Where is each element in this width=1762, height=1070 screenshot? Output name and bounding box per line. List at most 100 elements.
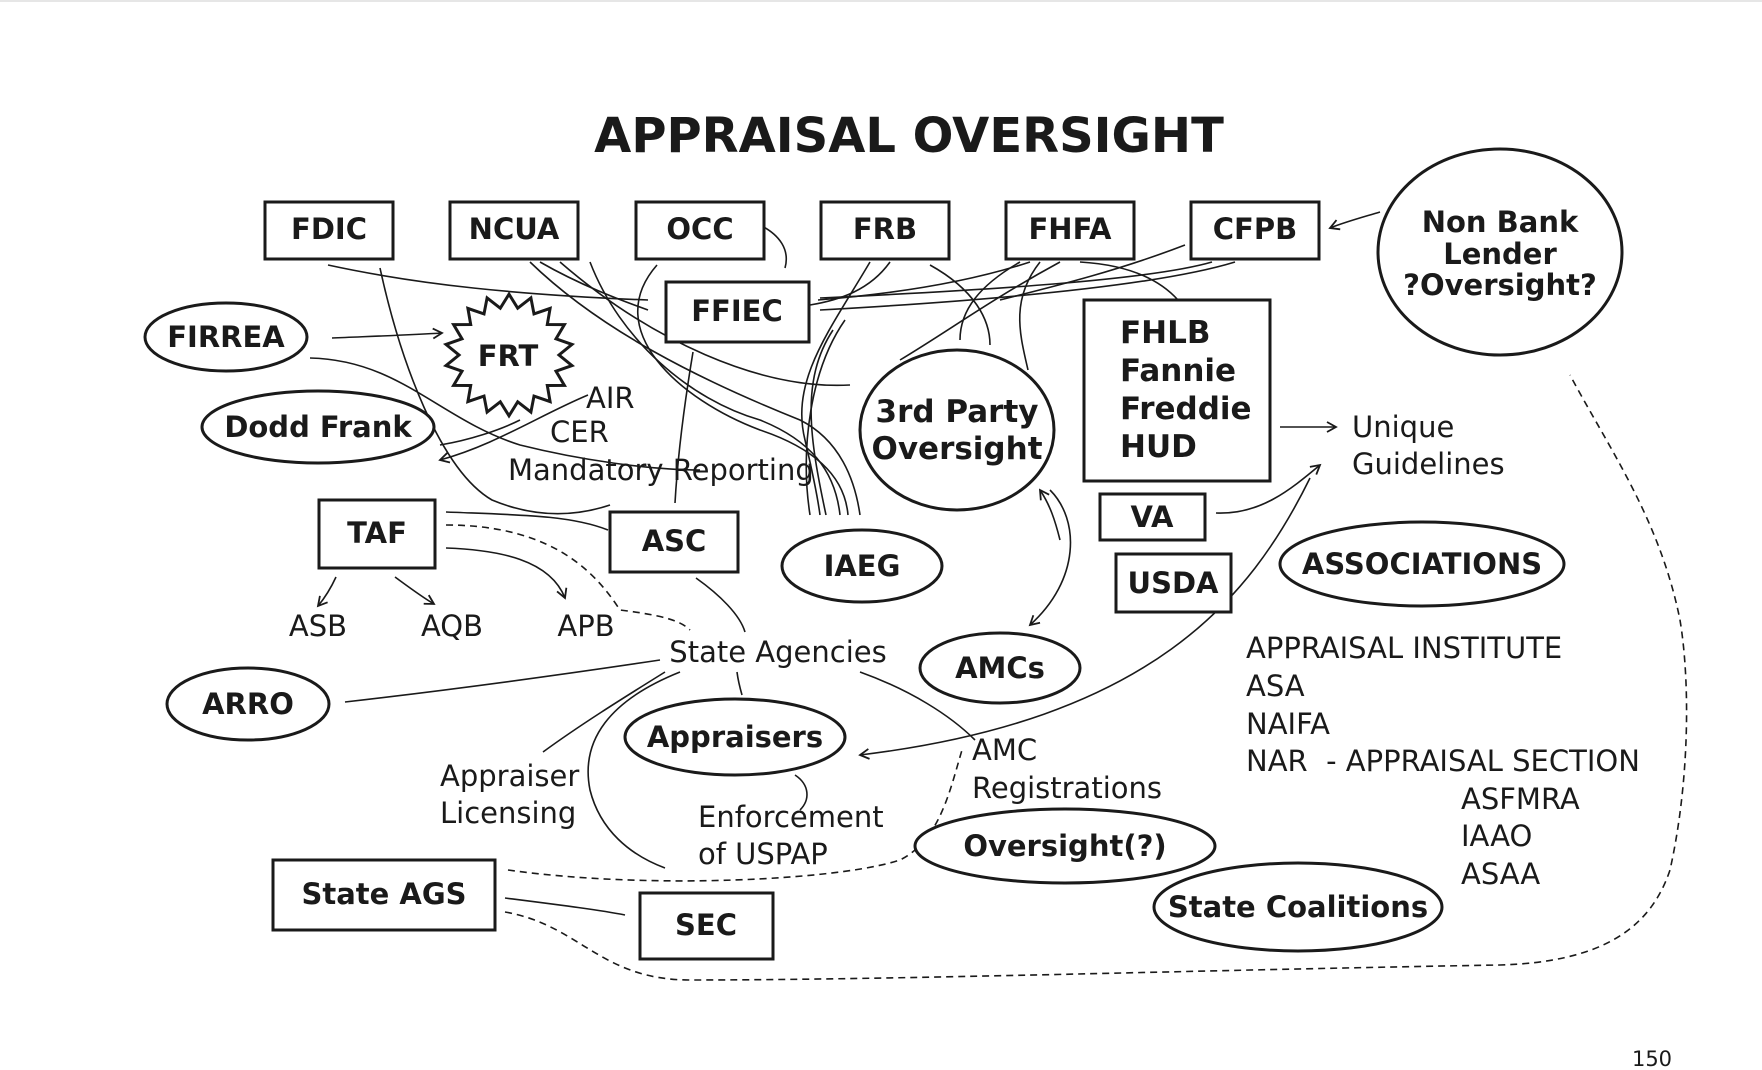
edge-fhfa-3rd2 — [959, 261, 1021, 341]
node-appraisers: Appraisers — [623, 697, 847, 777]
assoc-asaa: ASAA — [1461, 857, 1540, 891]
node-sec-label: SEC — [675, 908, 737, 942]
assoc-nar: NAR - APPRAISAL SECTION — [1246, 744, 1640, 778]
label-aqb: AQB — [421, 609, 483, 643]
label-apb: APB — [557, 609, 614, 643]
edge-appraisers-enforce — [794, 774, 808, 811]
edge-asc-state — [695, 577, 746, 633]
edge-dodd-ffiec — [439, 419, 521, 446]
node-iaeg-label: IAEG — [824, 549, 901, 583]
node-ncua: NCUA — [448, 200, 580, 261]
node-usda-label: USDA — [1128, 566, 1220, 600]
label-mandatory-reporting: Mandatory Reporting — [508, 453, 814, 487]
node-occ-label: OCC — [666, 212, 733, 246]
arrow-firrea-frt — [331, 327, 444, 340]
node-iaeg: IAEG — [780, 528, 944, 604]
node-fhfa: FHFA — [1004, 200, 1136, 261]
node-usda: USDA — [1114, 552, 1233, 614]
node-cfpb-label: CFPB — [1213, 212, 1297, 246]
edge-stateags-sec — [504, 897, 626, 916]
assoc-iaao: IAAO — [1461, 819, 1532, 853]
label-unique-line1: Unique — [1352, 410, 1454, 444]
arrow-va-unique — [1215, 463, 1322, 514]
edge-ffiec-asc — [674, 351, 694, 504]
edge-iaeg-bundle2 — [805, 319, 846, 516]
node-fhlb-line2: Fannie — [1120, 353, 1236, 389]
edge-ncua-iaeg — [529, 261, 861, 516]
edge-fdic-asc — [379, 267, 611, 515]
node-associations: ASSOCIATIONS — [1278, 520, 1566, 608]
node-va: VA — [1098, 492, 1207, 542]
node-non-bank-line2: Lender — [1443, 237, 1557, 271]
edge-state-appraisers — [736, 671, 743, 696]
edge-fhfa-3rd — [1018, 261, 1041, 371]
node-associations-label: ASSOCIATIONS — [1302, 547, 1542, 581]
node-amcs-label: AMCs — [955, 651, 1045, 685]
arrow-lines — [316, 211, 1381, 760]
node-3rd-party-oversight: 3rd Party Oversight — [858, 348, 1056, 512]
node-oversight-q-label: Oversight(?) — [963, 829, 1166, 863]
arrow-taf-asb — [316, 576, 337, 608]
edge-taf-asc — [445, 511, 609, 531]
node-asc: ASC — [608, 510, 740, 574]
label-state-agencies: State Agencies — [669, 635, 886, 669]
node-va-label: VA — [1131, 500, 1174, 534]
node-fhlb-group: FHLB Fannie Freddie HUD — [1082, 298, 1272, 483]
node-ncua-label: NCUA — [469, 212, 560, 246]
node-fhlb-line3: Freddie — [1120, 391, 1252, 427]
node-state-coalitions-label: State Coalitions — [1168, 890, 1428, 924]
edge-fhfa-iaeg — [899, 261, 1061, 361]
label-appraiser-licensing-2: Licensing — [440, 796, 576, 830]
node-fdic-label: FDIC — [291, 212, 367, 246]
node-frt: FRT — [442, 291, 576, 419]
connector-lines — [309, 224, 1236, 916]
node-frb-label: FRB — [853, 212, 917, 246]
label-asb: ASB — [289, 609, 347, 643]
node-appraisers-label: Appraisers — [647, 720, 823, 754]
node-fdic: FDIC — [263, 200, 395, 261]
edge-occ-mand — [589, 261, 841, 516]
node-arro: ARRO — [165, 666, 331, 742]
edge-frb-3rd — [929, 264, 991, 346]
label-enforcement-2: of USPAP — [698, 837, 828, 871]
edge-state-arro — [344, 659, 661, 703]
arrow-nonbank-cfpb — [1328, 211, 1381, 231]
edge-cfpb-3rd — [999, 244, 1186, 301]
label-amc-reg-1: AMC — [972, 733, 1037, 767]
node-state-ags-label: State AGS — [301, 877, 466, 911]
node-fhfa-label: FHFA — [1028, 212, 1112, 246]
edge-cfpb-ffiec — [819, 261, 1236, 311]
node-asc-label: ASC — [642, 524, 707, 558]
arrow-3rd-amcs — [1028, 489, 1072, 627]
label-air: AIR — [586, 381, 635, 415]
node-dodd-frank: Dodd Frank — [200, 389, 436, 465]
edge-occ-iaeg — [636, 264, 849, 516]
node-cfpb: CFPB — [1189, 200, 1321, 261]
node-oversight-q: Oversight(?) — [913, 807, 1217, 885]
node-fhlb-line4: HUD — [1120, 429, 1197, 465]
edge-fhfa-ffiec — [817, 261, 1031, 301]
node-state-ags: State AGS — [271, 858, 497, 932]
node-amcs: AMCs — [918, 631, 1082, 705]
page-title: APPRAISAL OVERSIGHT — [594, 108, 1224, 164]
edge-fdic-ffiec — [327, 264, 649, 301]
label-appraiser-licensing-1: Appraiser — [440, 759, 579, 793]
arrow-3rd-up — [1038, 488, 1061, 541]
arrow-taf-aqb — [394, 576, 436, 605]
dashed-loop — [504, 374, 1688, 981]
node-sec: SEC — [638, 891, 775, 961]
node-frt-label: FRT — [478, 339, 539, 373]
edge-state-sec — [587, 671, 681, 869]
edge-state-amcreg — [859, 671, 976, 741]
arrow-unique-appraisers — [858, 477, 1311, 760]
arrow-taf-apb — [445, 547, 568, 600]
node-dodd-frank-label: Dodd Frank — [224, 410, 412, 444]
node-fhlb-line1: FHLB — [1120, 315, 1211, 351]
node-ffiec: FFIEC — [664, 280, 811, 344]
edge-frb-ffiec — [809, 261, 891, 306]
node-3rd-party-line1: 3rd Party — [876, 394, 1039, 430]
label-unique-line2: Guidelines — [1352, 447, 1505, 481]
edge-state-licensing — [542, 671, 666, 753]
top-rule — [0, 0, 1762, 2]
